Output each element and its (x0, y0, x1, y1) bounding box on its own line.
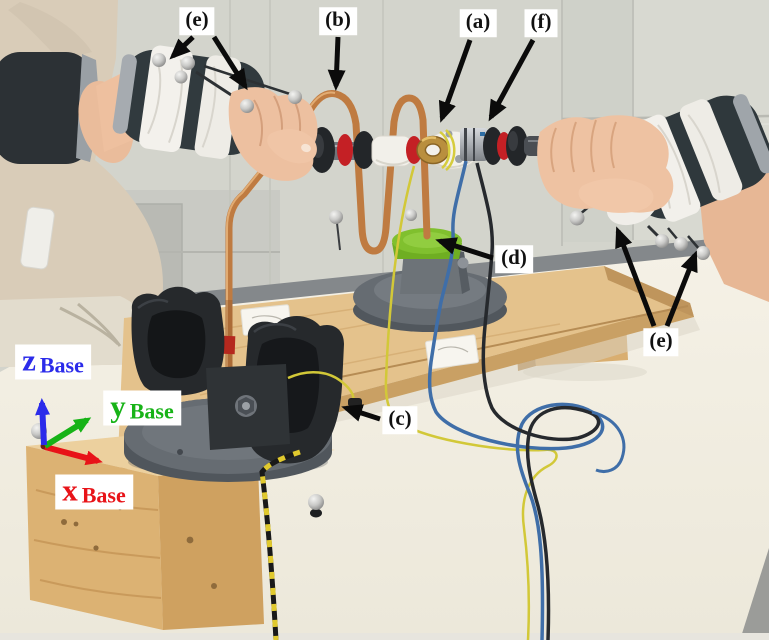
arrow-f (488, 38, 536, 122)
annotation-label-c: (c) (382, 406, 418, 434)
z-axis-letter: z (22, 342, 36, 378)
arrow-e-right-1 (615, 226, 657, 327)
arrow-c (341, 404, 381, 422)
arrow-a (438, 39, 473, 123)
x-axis-arrow (44, 444, 103, 466)
annotation-label-d: (d) (495, 245, 533, 273)
annotation-label-b: (b) (319, 7, 357, 35)
annotation-arrows (169, 35, 698, 422)
brass-ring (416, 135, 450, 165)
person-torso (0, 0, 163, 367)
cables (259, 160, 626, 640)
annotation-label-a: (a) (459, 9, 497, 37)
elbow-band (0, 52, 92, 164)
annotation-label-e-right: (e) (643, 328, 679, 356)
arrow-e-top-right (211, 35, 248, 91)
annotation-label-f: (f) (524, 9, 558, 37)
z-axis-subscript: Base (39, 352, 84, 378)
red-tape-mark (222, 335, 236, 355)
arrow-b (327, 36, 346, 91)
y-axis-subscript: Base (129, 398, 174, 424)
mocap-markers (31, 53, 710, 518)
paper-label-right (425, 334, 479, 370)
arrow-e-top-left (169, 35, 195, 60)
right-arm (537, 94, 769, 302)
y-axis-letter: y (110, 388, 126, 424)
z-axis-arrow (35, 398, 51, 446)
base-coordinate-frame (35, 398, 103, 466)
y-axis-arrow (43, 417, 92, 449)
arrow-d (435, 237, 494, 261)
annotation-label-e-top: (e) (179, 7, 215, 35)
arrow-e-right-2 (664, 250, 698, 327)
left-arm (96, 45, 318, 181)
x-axis-subscript: Base (81, 482, 126, 508)
x-axis-letter: x (62, 472, 78, 508)
left-wrist-brace (112, 45, 265, 159)
